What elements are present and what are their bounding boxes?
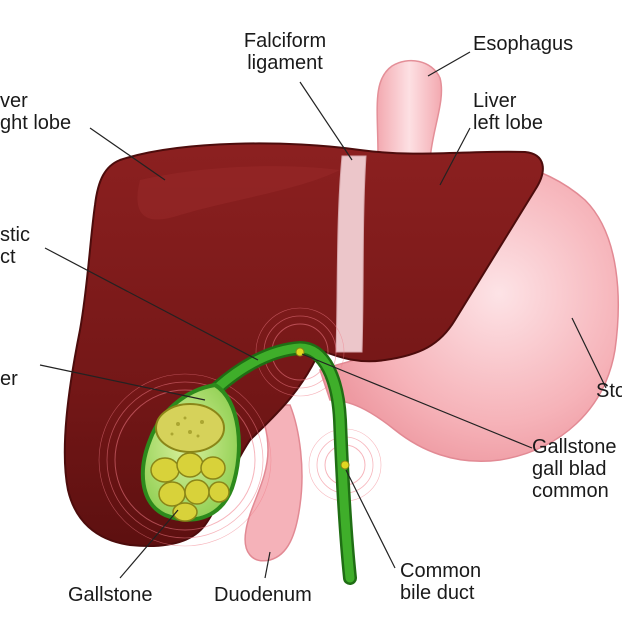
gallstone-texture [170,416,204,438]
label-falciform-ligament: Falciform ligament [243,30,327,74]
leader-lines [39,51,607,579]
duodenum-shape [244,404,303,562]
label-liver-right-lobe: ver ght lobe [0,90,72,134]
gallstone-large [155,403,225,453]
label-duodenum: Duodenum [214,584,312,606]
label-common-bile-duct: Common bile duct [400,560,482,604]
label-gallstone: Gallstone [68,584,153,606]
label-gallstone-ducts: Gallstone gall blad common [532,436,617,502]
label-esophagus: Esophagus [473,33,574,55]
esophagus-shape [376,59,443,161]
liver-highlight [137,166,340,220]
gallstone-cluster [150,452,230,522]
falciform-ligament-shape [335,155,367,353]
duct-stone-lower [340,460,350,470]
label-stomach: Sto [596,380,622,402]
label-liver-left-lobe: Liver left lobe [473,90,544,134]
label-gallbladder: er [0,368,18,390]
label-cystic-duct: stic ct [0,224,30,268]
